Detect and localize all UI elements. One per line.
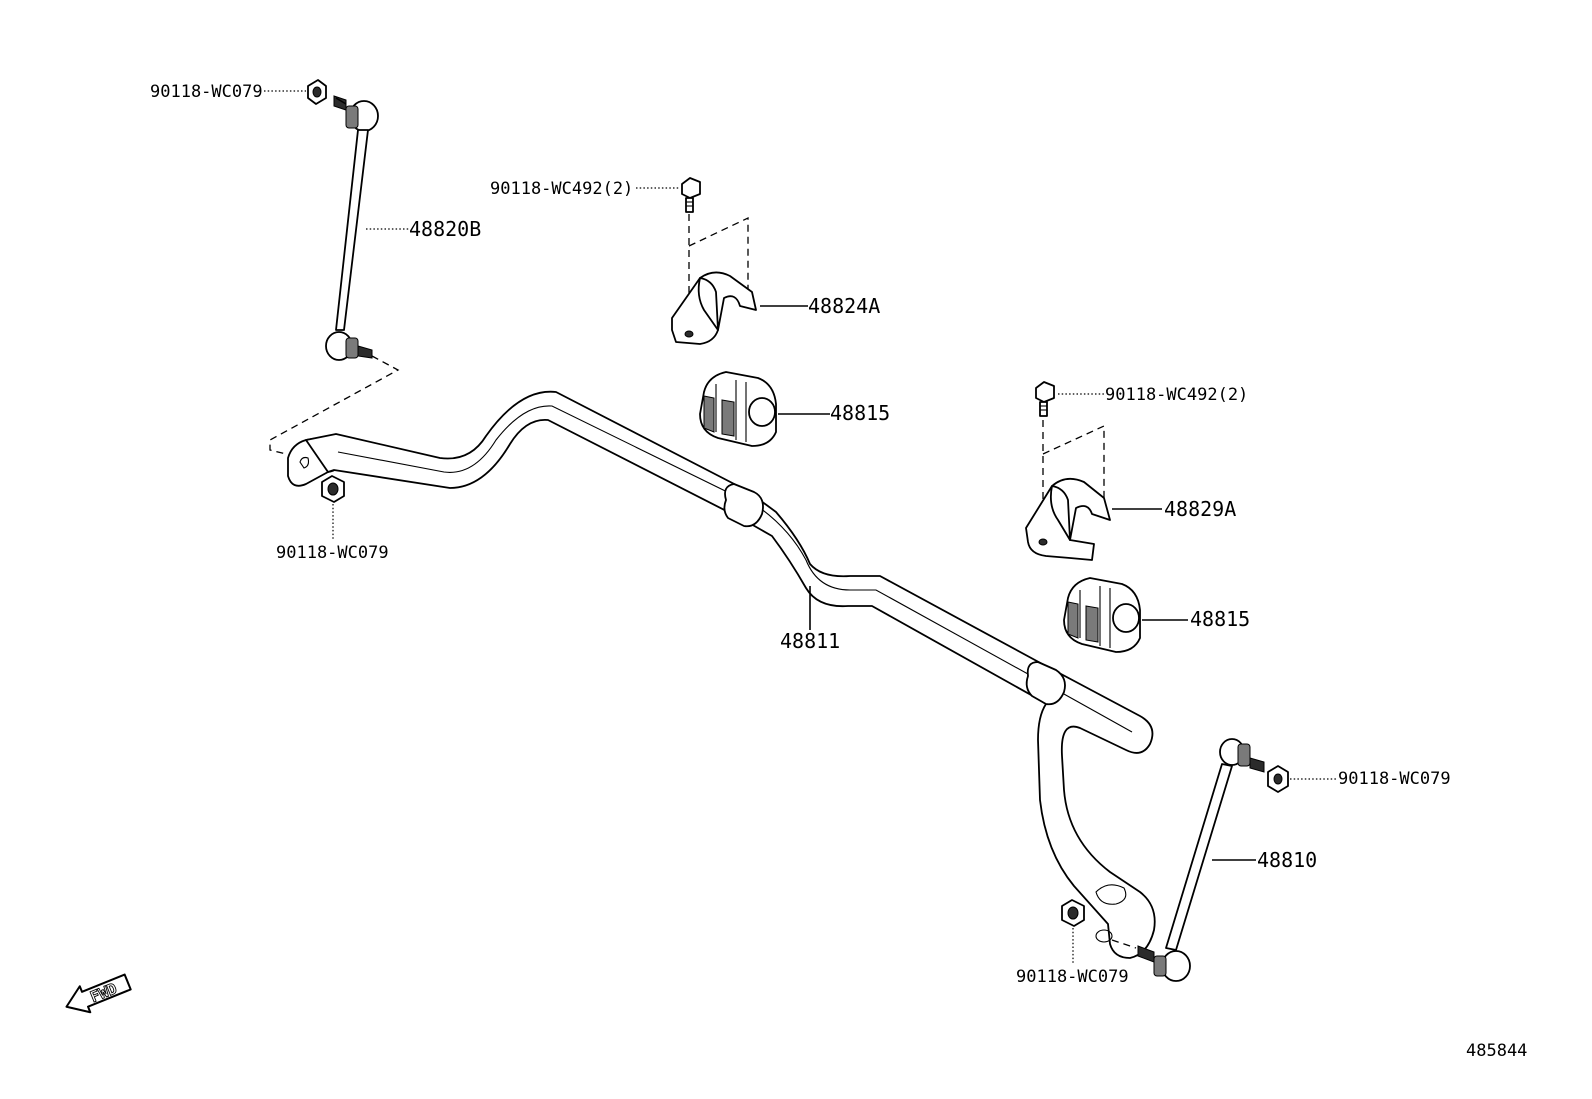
nut-icon[interactable]: [307, 79, 327, 105]
diagram-id: 485844: [1466, 1041, 1527, 1061]
nut-icon[interactable]: [321, 475, 345, 503]
label-stabilizer-bar[interactable]: 48811: [780, 629, 840, 653]
label-bushing-right[interactable]: 48815: [1190, 607, 1250, 631]
label-bracket-right[interactable]: 48829A: [1164, 497, 1236, 521]
stabilizer-link-left[interactable]: [325, 95, 379, 361]
label-bushing-left[interactable]: 48815: [830, 401, 890, 425]
label-link-left[interactable]: 48820B: [409, 217, 481, 241]
label-bolt-top[interactable]: 90118-WC492(2): [490, 179, 633, 199]
bushing-right[interactable]: [1063, 577, 1141, 653]
fwd-arrow-icon: FWD: [65, 973, 132, 1014]
bolt-icon[interactable]: [681, 177, 701, 213]
stabilizer-link-right[interactable]: [1137, 738, 1265, 982]
label-nut-bottom[interactable]: 90118-WC079: [1016, 967, 1129, 987]
bushing-bracket-left[interactable]: [671, 271, 757, 345]
label-nut-right-link[interactable]: 90118-WC079: [1338, 769, 1451, 789]
label-bracket-left[interactable]: 48824A: [808, 294, 880, 318]
nut-icon[interactable]: [1267, 765, 1289, 793]
bushing-bracket-right[interactable]: [1025, 477, 1111, 561]
nut-icon[interactable]: [1061, 899, 1085, 927]
bushing-left[interactable]: [699, 371, 777, 447]
stabilizer-bar[interactable]: [287, 390, 1156, 959]
label-nut-top-left[interactable]: 90118-WC079: [150, 82, 263, 102]
label-bolt-right[interactable]: 90118-WC492(2): [1105, 385, 1248, 405]
label-nut-left-arm[interactable]: 90118-WC079: [276, 543, 389, 563]
bolt-icon[interactable]: [1035, 381, 1055, 417]
label-link-right[interactable]: 48810: [1257, 848, 1317, 872]
